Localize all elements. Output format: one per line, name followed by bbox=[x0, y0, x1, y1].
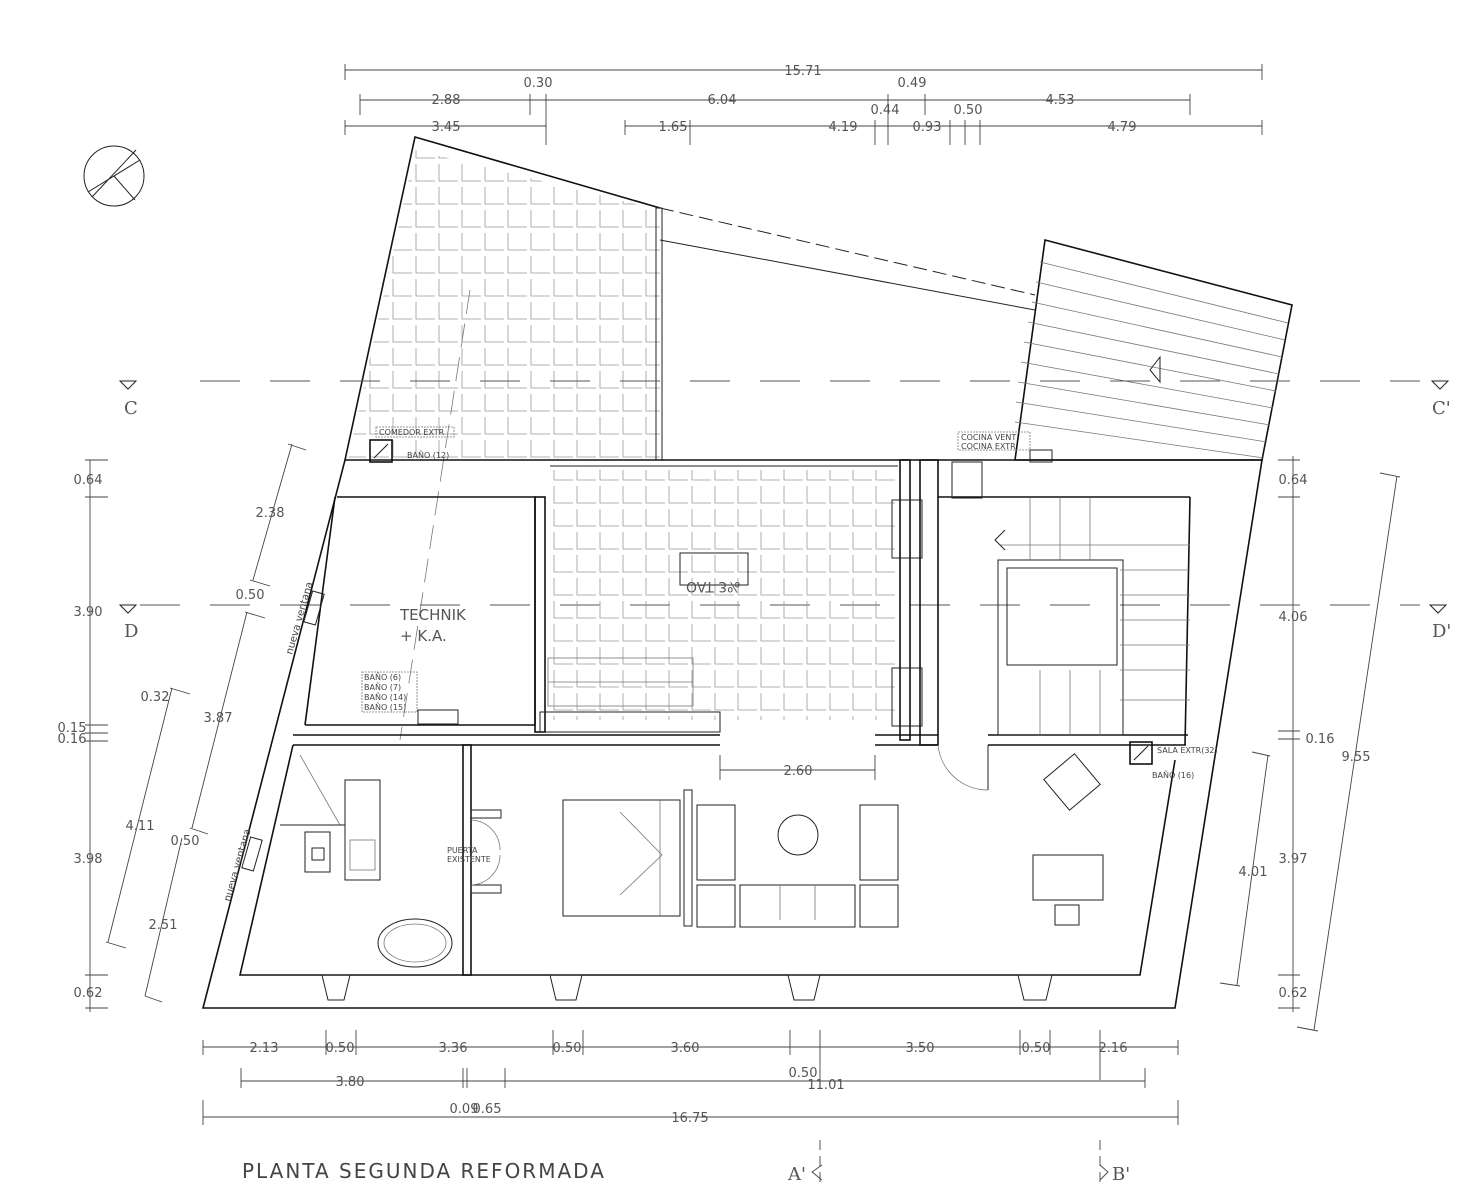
room-label-ka: + K.A. bbox=[400, 627, 447, 645]
dim-bottom: 3.60 bbox=[671, 1041, 700, 1056]
dim-left: 0.64 bbox=[74, 473, 103, 488]
dim-top: 0.49 bbox=[898, 76, 927, 91]
section-label-d-prime: D' bbox=[1432, 621, 1451, 642]
dim-left-slant: 2.38 bbox=[256, 506, 285, 521]
slope-label: OAT 3% bbox=[686, 578, 740, 594]
dim-bottom: 0.50 bbox=[326, 1041, 355, 1056]
dim-left: 3.90 bbox=[74, 605, 103, 620]
dim-left: 0.15 bbox=[58, 721, 87, 736]
dim-left-slant: 0.50 bbox=[236, 588, 265, 603]
tag-bano-7: BAÑO (7) bbox=[364, 682, 401, 692]
dim-top: 15.71 bbox=[784, 64, 821, 79]
dim-right: 4.06 bbox=[1279, 610, 1308, 625]
dim-left-slant: 2.51 bbox=[149, 918, 178, 933]
dim-top: 4.79 bbox=[1108, 120, 1137, 135]
dim-left-slant: 3.87 bbox=[204, 711, 233, 726]
dim-top: 4.53 bbox=[1046, 93, 1075, 108]
drawing-title: PLANTA SEGUNDA REFORMADA bbox=[242, 1159, 606, 1183]
dim-top: 3.45 bbox=[432, 120, 461, 135]
dim-top: 4.19 bbox=[829, 120, 858, 135]
tag-bano-12: BAÑO (12) bbox=[407, 450, 449, 460]
roof-panel bbox=[1014, 238, 1293, 461]
dim-top: 0.50 bbox=[954, 103, 983, 118]
tag-bano-16: BAÑO (16) bbox=[1152, 770, 1194, 780]
dim-top: 6.04 bbox=[708, 93, 737, 108]
dim-bottom: 3.50 bbox=[906, 1041, 935, 1056]
room-label-technik: TECHNIK bbox=[399, 606, 467, 624]
section-label-a-prime: A' bbox=[787, 1164, 806, 1185]
dim-left-slant: 0.32 bbox=[141, 690, 170, 705]
bed bbox=[562, 799, 681, 917]
window-label-2: nueva ventana bbox=[222, 828, 253, 903]
dim-top: 2.88 bbox=[432, 93, 461, 108]
dim-bottom: 0.65 bbox=[473, 1102, 502, 1117]
dim-right: 9.55 bbox=[1342, 750, 1371, 765]
section-label-b-prime: B' bbox=[1112, 1164, 1130, 1185]
tag-cocina-extr: COCINA EXTR bbox=[961, 442, 1016, 451]
dim-right: 0.64 bbox=[1279, 473, 1308, 488]
section-label-d: D bbox=[124, 621, 138, 642]
dim-bottom: 16.75 bbox=[671, 1111, 708, 1126]
dim-left: 3.98 bbox=[74, 852, 103, 867]
dim-bottom: 2.13 bbox=[250, 1041, 279, 1056]
door-label: PUERTA bbox=[447, 846, 478, 855]
tag-bano-6: BAÑO (6) bbox=[364, 672, 401, 682]
window-label: nueva ventana bbox=[284, 581, 315, 656]
dim-bottom: 2.16 bbox=[1099, 1041, 1128, 1056]
dimension-lines bbox=[85, 64, 1401, 1185]
tag-comedor: COMEDOR EXTR bbox=[379, 428, 445, 437]
dim-bottom: 0.50 bbox=[1022, 1041, 1051, 1056]
dim-top: 1.65 bbox=[659, 120, 688, 135]
section-label-c-prime: C' bbox=[1432, 398, 1451, 419]
dim-bottom: 0.09 bbox=[450, 1102, 479, 1117]
sofa bbox=[739, 884, 856, 928]
north-arrow-icon bbox=[83, 145, 145, 207]
dim-bottom: 0.50 bbox=[553, 1041, 582, 1056]
round-table bbox=[777, 814, 819, 856]
dim-bottom: 0.50 bbox=[789, 1066, 818, 1081]
dim-right: 0.62 bbox=[1279, 986, 1308, 1001]
dim-inner: 2.60 bbox=[784, 764, 813, 779]
dim-top: 0.30 bbox=[524, 76, 553, 91]
dim-top: 0.93 bbox=[913, 120, 942, 135]
dim-top: 0.44 bbox=[871, 103, 900, 118]
dim-left-slant: 4.11 bbox=[126, 819, 155, 834]
bathtub bbox=[377, 918, 453, 968]
dim-left: 0.16 bbox=[58, 732, 87, 747]
door-label-2: EXISTENTE bbox=[447, 855, 491, 864]
tag-bano-15: BAÑO (15) bbox=[364, 702, 406, 712]
tag-bano-14: BAÑO (14) bbox=[364, 692, 406, 702]
tag-cocina-vent: COCINA VENT bbox=[961, 433, 1016, 442]
dim-right: 0.16 bbox=[1306, 732, 1335, 747]
tag-sala: SALA EXTR(32) bbox=[1157, 746, 1218, 755]
dim-right: 4.01 bbox=[1239, 865, 1268, 880]
desk bbox=[1032, 854, 1104, 901]
section-label-c: C bbox=[124, 398, 138, 419]
dim-bottom: 3.80 bbox=[336, 1075, 365, 1090]
dim-right: 3.97 bbox=[1279, 852, 1308, 867]
dim-bottom: 11.01 bbox=[807, 1078, 844, 1093]
building-walls bbox=[201, 439, 1263, 1009]
dim-left-slant: 0.50 bbox=[171, 834, 200, 849]
dim-bottom: 3.36 bbox=[439, 1041, 468, 1056]
dim-left: 0.62 bbox=[74, 986, 103, 1001]
